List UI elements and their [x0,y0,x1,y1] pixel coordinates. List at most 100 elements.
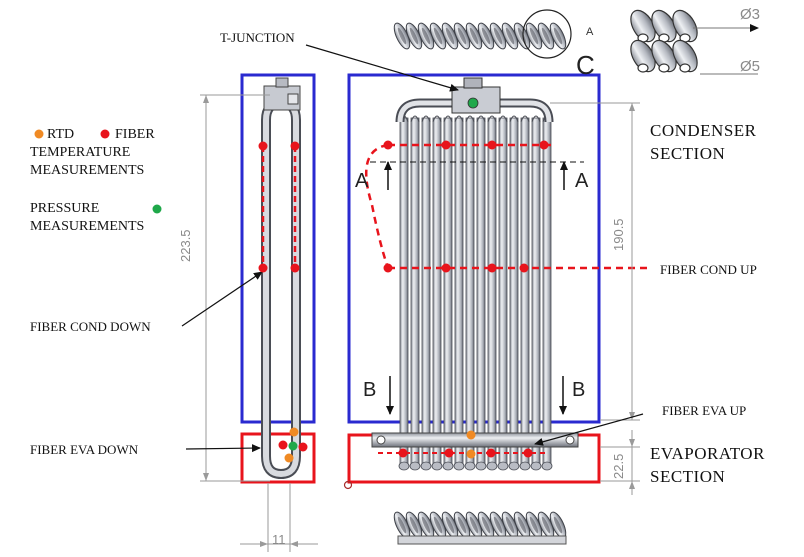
helix-coil-hole [517,516,527,534]
dimension-arrowheads [203,95,635,547]
helix-coil-hole [481,27,491,45]
vertical-tube [509,117,519,467]
legend-temp-line1: TEMPERATURE [30,145,131,160]
condenser-section-line2: SECTION [650,144,726,163]
detail-coil-end [637,63,649,73]
fiber-marker [444,448,454,458]
legend-pressure-line2: MEASUREMENTS [30,219,145,234]
helix-coil-hole [433,27,443,45]
vertical-tube [410,117,420,467]
rtd-marker [289,427,299,437]
fiber-marker [519,263,529,273]
helix-coil-hole [493,27,503,45]
fiber-cond-up-label: FIBER COND UP [660,262,757,277]
vertical-tube [443,117,453,467]
measurement-markers [258,140,549,463]
fiber-eva-down-label: FIBER EVA DOWN [30,442,139,457]
helix-coil-hole [529,516,539,534]
tube-cap [509,115,519,123]
vertical-tube [531,117,541,467]
vertical-tube [542,117,552,467]
section-b-left: B [363,379,377,401]
tube-cap [454,115,464,123]
helix-coil-hole [433,516,443,534]
tube-bottom [519,461,531,471]
vertical-tube [454,117,464,467]
vertical-tube [520,117,530,467]
detail-letter-a: A [586,26,594,38]
helix-coil-hole [421,27,431,45]
rtd-marker [466,430,476,440]
legend-pressure-line1: PRESSURE [30,201,100,216]
dim-11: 11 [272,532,286,547]
tube-cap [410,115,420,123]
fiber-marker [523,448,533,458]
tube-bottom [409,461,421,471]
rtd-marker [284,453,294,463]
legend-rtd-dot [34,129,44,139]
pressure-marker-top [467,97,479,109]
tube-cap [443,115,453,123]
fiber-loop-dashed [365,143,390,269]
helix-coil-hole [481,516,491,534]
tube-bottom [453,461,465,471]
tube-cap [531,115,541,123]
tube-cap [421,115,431,123]
tube-bottom [431,461,443,471]
fiber-front-dashed [388,143,650,270]
helix-coil-hole [541,27,551,45]
helix-coil-hole [541,516,551,534]
helix-coil-hole [457,27,467,45]
helix-coil-hole [529,27,539,45]
tube-bottom [508,461,520,471]
detail-circle [522,9,572,59]
tube-bottom [420,461,432,471]
fiber-cond-down-label: FIBER COND DOWN [30,319,151,334]
tube-bottom [530,461,542,471]
evaporator-section-line2: SECTION [650,467,726,486]
fiber-marker [383,140,393,150]
tube-bottom [475,461,487,471]
fiber-side-dashed [261,146,297,268]
tube-bottom [497,461,509,471]
dimension-lines [200,94,640,552]
helix-coil-hole [469,27,479,45]
section-a-right: A [575,170,589,192]
detail-coil-end [658,63,670,73]
tube-cap [520,115,530,123]
dim-190-5: 190.5 [611,218,626,251]
fiber-marker [441,140,451,150]
fiber-marker [258,141,268,151]
tube-bottom [442,461,454,471]
legend-temp-line2: MEASUREMENTS [30,163,145,178]
vertical-tube [399,117,409,467]
section-b-right: B [572,379,586,401]
front-tubes [398,115,553,471]
detail-enlargement [630,9,698,73]
top-helix-view [393,18,568,54]
rtd-marker [466,449,476,459]
tube-cap [487,115,497,123]
legend-fiber-label: FIBER [115,127,155,142]
fiber-marker [278,440,288,450]
fiber-marker [441,263,451,273]
t-junction-label: T-JUNCTION [220,30,295,45]
helix-coil-hole [553,27,563,45]
fiber-marker [487,263,497,273]
legend-pressure-dot [152,204,162,214]
vertical-tube [476,117,486,467]
helix-coil-hole [409,27,419,45]
top-header [395,77,554,123]
side-view-pipe [261,77,301,480]
helix-coil-hole [553,516,563,534]
fiber-marker [539,140,549,150]
tube-cap [465,115,475,123]
dim-22-5: 22.5 [611,453,626,479]
helix-coil-hole [421,516,431,534]
detail-letter-c: C [576,50,595,80]
vertical-tube [465,117,475,467]
tube-bottom [541,461,553,471]
pressure-marker [288,441,298,451]
